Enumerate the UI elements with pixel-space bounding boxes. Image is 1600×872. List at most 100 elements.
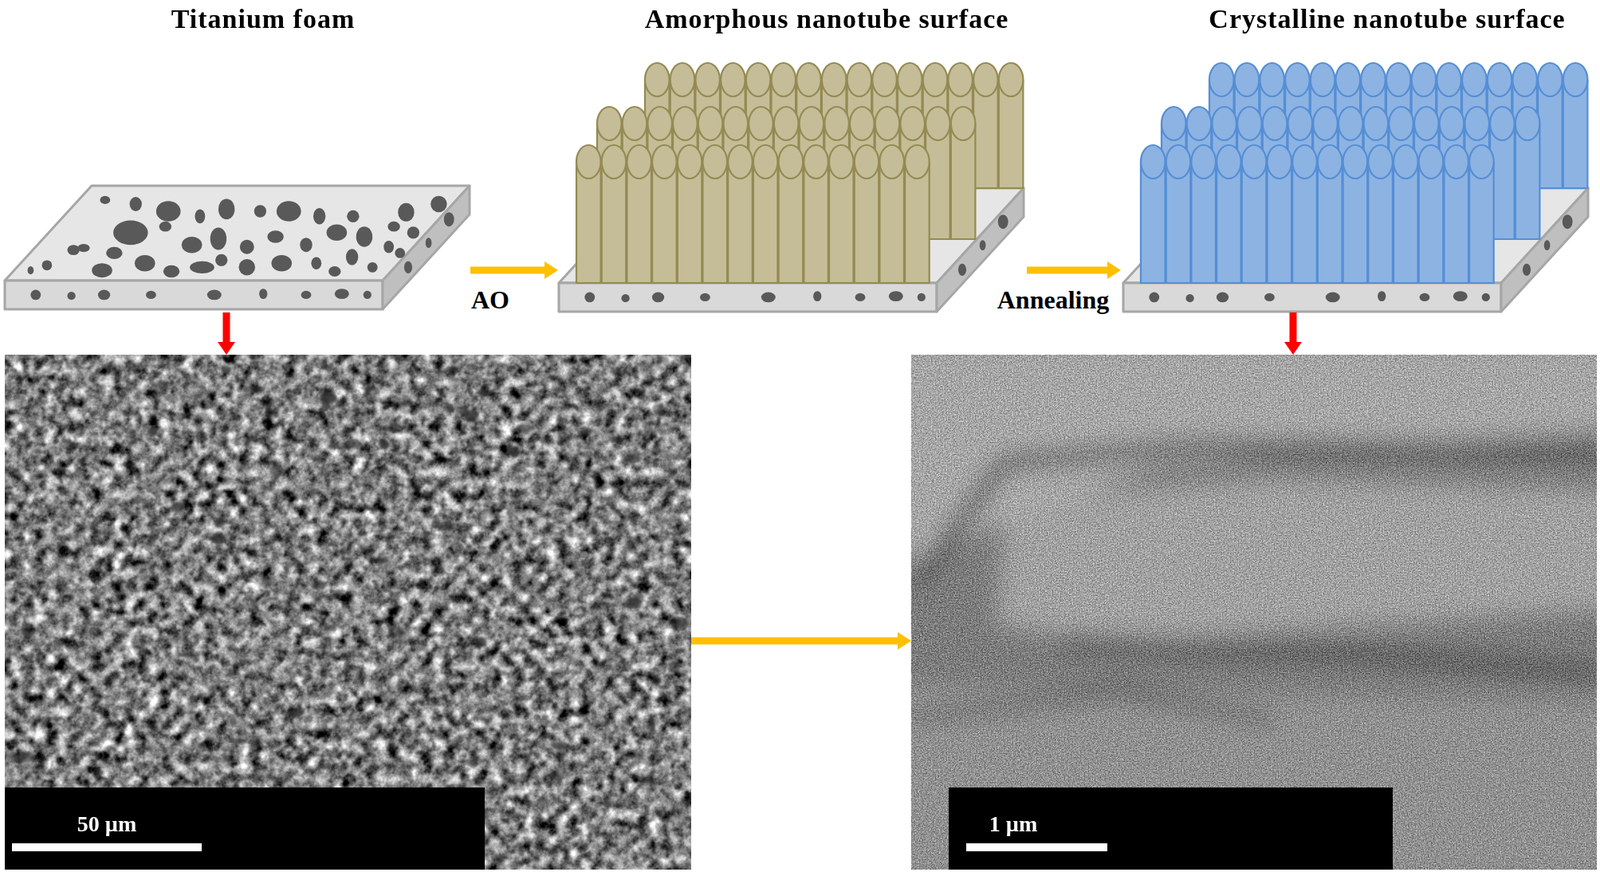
nanotube: [1368, 145, 1393, 284]
nanotube-opening: [703, 145, 728, 179]
nanotube-wall: [576, 161, 602, 284]
scale-bar-ground: [4, 787, 485, 870]
sem-pore: [20, 628, 35, 637]
nanotube-opening: [1140, 145, 1166, 179]
nanotube-opening: [923, 62, 948, 97]
nanotube-opening: [698, 106, 724, 141]
pore: [425, 237, 433, 248]
nanotube-opening: [778, 145, 804, 179]
sem-pore: [214, 516, 226, 528]
nanotube-opening: [803, 145, 829, 179]
nanotube-opening: [925, 106, 951, 141]
sem-pore: [19, 751, 35, 763]
nanotube-opening: [947, 62, 973, 97]
figure-panel: 50 µm: [4, 354, 692, 870]
nanotube: [703, 145, 728, 284]
sem-pore: [360, 715, 367, 721]
sem-pore: [515, 424, 534, 433]
nanotube-opening: [1234, 62, 1260, 97]
nanotube-opening: [1191, 145, 1216, 179]
nanotube-opening: [872, 62, 897, 97]
nanotube: [727, 145, 753, 284]
nanotube: [829, 145, 854, 284]
nanotube-opening: [904, 145, 930, 179]
figure-panel: Crystalline nanotube surface: [1120, 3, 1597, 313]
pore: [159, 221, 172, 232]
figure-panel: Titanium foam: [4, 3, 471, 313]
nanotube: [1140, 145, 1166, 284]
sem-pore: [209, 684, 216, 696]
sem-pore: [640, 776, 655, 783]
sem-pore: [138, 573, 147, 582]
nanotube-wall: [727, 161, 753, 284]
sem-pore: [444, 365, 458, 374]
nanotube-opening: [879, 145, 905, 179]
plate-front: [4, 280, 383, 310]
nanotube-array: [1140, 62, 1588, 284]
nanotube: [576, 145, 602, 284]
nanotube-opening: [829, 145, 854, 179]
process-arrow: [691, 637, 898, 645]
sem-pore: [610, 505, 617, 511]
nanotube-array: [576, 62, 1023, 284]
sem-pore: [312, 530, 323, 535]
nanotube-opening: [1436, 62, 1462, 97]
pore: [394, 247, 405, 259]
pore: [387, 221, 400, 232]
sem-pore: [122, 462, 136, 468]
nanotube: [1537, 62, 1563, 189]
nanotube-wall: [904, 161, 930, 284]
nanotube-opening: [1343, 145, 1369, 179]
sem-pore: [151, 380, 168, 389]
scale-bar-foam: [4, 787, 485, 870]
nanotube-opening: [695, 62, 720, 97]
pore: [652, 292, 665, 303]
nanotube: [1563, 62, 1589, 189]
pore: [979, 239, 987, 251]
nanotube-opening: [973, 62, 999, 97]
sem-pore: [597, 601, 610, 606]
nanotube-opening: [1310, 62, 1336, 97]
nanotube: [753, 145, 779, 284]
nanotube-wall: [601, 161, 627, 284]
nanotube-opening: [1563, 62, 1589, 97]
sem-pore: [435, 521, 454, 530]
nanotube-opening: [1161, 106, 1187, 141]
pore: [134, 255, 156, 272]
pore: [210, 227, 227, 250]
pore: [77, 243, 90, 252]
nanotube-opening: [1515, 106, 1541, 141]
nanotube: [1443, 145, 1469, 284]
pore: [1148, 292, 1160, 303]
pore: [181, 236, 203, 253]
pore: [194, 208, 205, 224]
pore: [367, 262, 378, 273]
sem-pore: [227, 738, 247, 743]
pore: [91, 263, 113, 278]
pore: [276, 200, 302, 222]
pore: [310, 257, 322, 270]
pore: [215, 254, 228, 267]
sem-image-foam: [4, 354, 692, 870]
sem-pore: [148, 426, 158, 438]
sem-pore: [393, 357, 412, 362]
sem-pore: [4, 752, 21, 761]
sem-pore: [372, 628, 385, 633]
sem-pore: [577, 427, 591, 437]
sem-pore: [322, 400, 330, 413]
scale-bar-nanotubes: [948, 787, 1393, 870]
nanotube: [1317, 145, 1343, 284]
nanotube-opening: [1512, 62, 1538, 97]
sem-texture: [4, 354, 692, 870]
scale-bar: [966, 843, 1108, 852]
sem-pore: [625, 597, 642, 610]
sem-pore: [45, 677, 56, 683]
figure-panel: 1 µm: [911, 354, 1597, 870]
nanotube-opening: [576, 145, 602, 179]
sem-pore: [581, 748, 586, 754]
nanotube-wall: [1393, 161, 1419, 284]
sem-pore: [269, 464, 284, 477]
pore: [1216, 292, 1229, 303]
